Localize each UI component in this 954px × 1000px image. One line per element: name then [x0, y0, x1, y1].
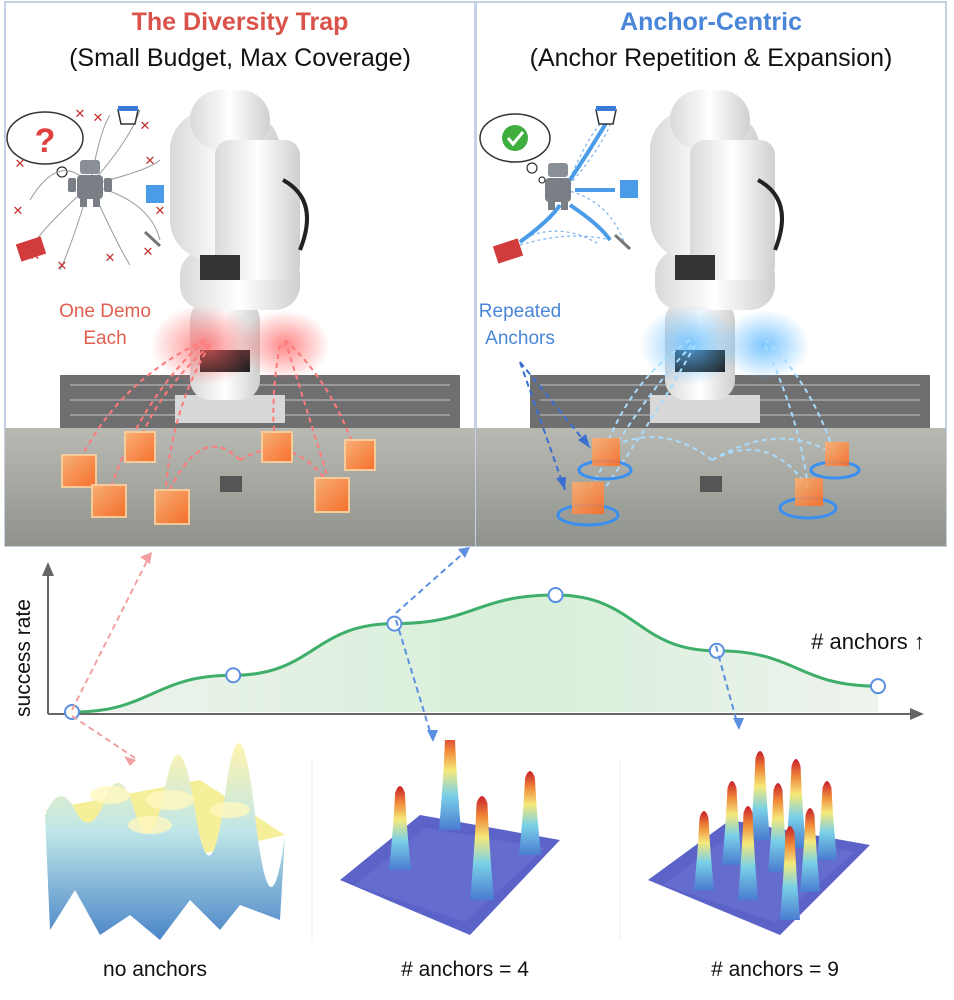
svg-text:✕: ✕ [93, 110, 104, 125]
svg-text:✕: ✕ [15, 156, 26, 171]
left-cubes [61, 431, 376, 525]
peaks-9 [694, 751, 837, 920]
caption-4-anchors: # anchors = 4 [401, 958, 529, 981]
chart-point [225, 667, 242, 684]
right-panel-subtitle: (Anchor Repetition & Expansion) [529, 44, 893, 72]
right-note-line2: Anchors [485, 328, 555, 349]
question-mark-icon: ? [35, 122, 56, 160]
landscape-peak [694, 811, 714, 890]
left-thought-bubble: ? [6, 111, 84, 188]
right-trajectories [587, 339, 836, 496]
chart-points [64, 587, 886, 720]
landscape-peak [389, 786, 411, 870]
landscape-peak [786, 759, 806, 848]
right-cube-icon [620, 180, 638, 198]
chart-point [64, 704, 80, 720]
chart-point [870, 678, 886, 695]
landscape-peak [780, 826, 800, 920]
right-wrench-icon [613, 233, 632, 251]
x-axis-label: # anchors ↑ [811, 629, 925, 654]
left-wrench-icon [143, 230, 162, 248]
left-book-icon [15, 236, 47, 262]
landscape-peak [738, 806, 758, 900]
svg-text:✕: ✕ [145, 153, 156, 168]
right-photo [475, 1, 947, 547]
right-robot-icon [545, 163, 571, 210]
landscape-peak [768, 783, 788, 872]
landscape-peak [439, 740, 461, 830]
chart-axes [47, 570, 916, 715]
right-panel-title: Anchor-Centric [620, 8, 802, 36]
y-axis-label: success rate [12, 599, 35, 717]
landscape-peak [519, 771, 541, 855]
success-rate-chart: success rate # anchors ↑ [12, 562, 925, 720]
left-robot-icon [68, 160, 112, 207]
svg-text:✕: ✕ [140, 118, 151, 133]
left-panel-note: One Demo Each [20, 298, 190, 352]
left-cup-icon [117, 106, 139, 125]
right-note-line1: Repeated [478, 301, 562, 322]
svg-text:✕: ✕ [13, 203, 24, 218]
svg-text:✕: ✕ [57, 258, 68, 273]
left-panel-title: The Diversity Trap [131, 8, 349, 36]
right-book-icon [492, 238, 524, 264]
left-note-line1: One Demo [59, 301, 151, 322]
left-note-line2: Each [83, 328, 127, 349]
left-cube-icon [146, 185, 164, 203]
anchor-pointer-arrows [519, 361, 591, 491]
caption-no-anchors: no anchors [103, 958, 207, 981]
landscape-4-anchors [340, 740, 560, 935]
left-robot-arm [170, 90, 309, 423]
landscape-peak [750, 751, 770, 840]
landscape-peak [722, 781, 742, 865]
chart-point [547, 587, 564, 604]
left-panel-subtitle: (Small Budget, Max Coverage) [69, 44, 411, 72]
chart-point [386, 615, 403, 632]
chart-line [71, 593, 879, 714]
svg-text:✕: ✕ [75, 106, 86, 121]
y-axis-arrowhead [42, 562, 54, 576]
right-robot-arm [650, 90, 784, 423]
right-panel-note: Repeated Anchors [440, 298, 600, 352]
peaks-4 [389, 740, 541, 900]
right-anchors [556, 438, 861, 527]
landscape-peak [800, 808, 820, 892]
right-cup-icon [595, 106, 617, 125]
photo-panels: ? ✕✕✕ ✕✕✕ ✕✕✕ ✕✕ [4, 1, 947, 547]
landscape-no-anchors [45, 743, 285, 940]
svg-text:✕: ✕ [155, 203, 166, 218]
left-photo: ? ✕✕✕ ✕✕✕ ✕✕✕ ✕✕ [4, 1, 476, 547]
svg-text:✕: ✕ [143, 244, 154, 259]
x-axis-arrowhead [910, 708, 924, 720]
landscapes [45, 740, 870, 940]
landscape-peak [817, 781, 837, 860]
right-arrow-paths [518, 118, 615, 244]
svg-text:✕: ✕ [105, 250, 116, 265]
landscape-peak [470, 796, 494, 900]
caption-9-anchors: # anchors = 9 [711, 958, 839, 981]
chart-area-fill [72, 595, 878, 712]
right-thought-bubble [479, 113, 551, 184]
landscape-9-anchors [648, 751, 870, 935]
